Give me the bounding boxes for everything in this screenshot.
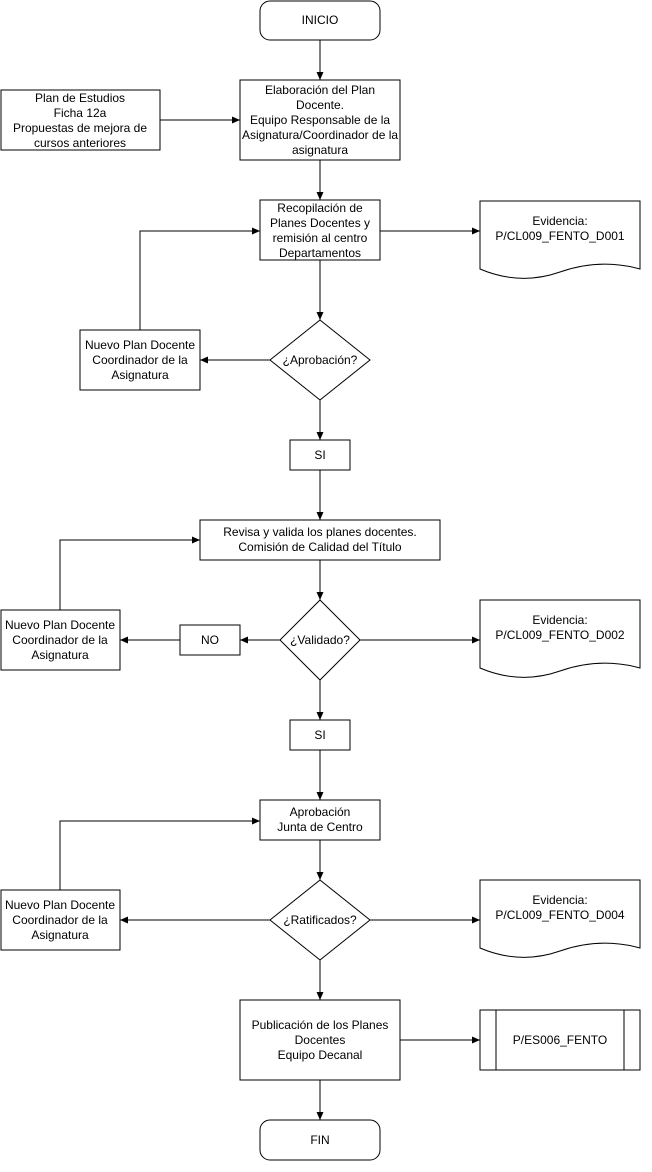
label-line: ¿Aprobación?: [283, 353, 358, 367]
node-no-label: NO: [201, 633, 219, 647]
node-decision2-label: ¿Validado?: [290, 633, 350, 647]
label-line: Elaboración del Plan: [265, 83, 375, 97]
label-line: Aprobación: [290, 805, 351, 819]
node-proceso: P/ES006_FENTO: [479, 1009, 641, 1071]
node-fin: FIN: [259, 1119, 381, 1161]
label-line: P/CL009_FENTO_D004: [495, 908, 625, 922]
label-line: SI: [314, 728, 325, 742]
label-line: NO: [201, 633, 219, 647]
node-evidencia2: Evidencia:P/CL009_FENTO_D002: [479, 599, 641, 678]
node-si1-label: SI: [314, 448, 325, 462]
node-decision3: ¿Ratificados?: [269, 879, 371, 961]
label-line: Planes Docentes y: [270, 216, 370, 230]
label-line: Plan de Estudios: [35, 91, 125, 105]
node-decision1-label: ¿Aprobación?: [283, 353, 358, 367]
label-line: INICIO: [302, 13, 339, 27]
node-decision1: ¿Aprobación?: [269, 319, 371, 401]
label-line: Asignatura: [111, 368, 169, 382]
node-evidencia3: Evidencia:P/CL009_FENTO_D004: [479, 879, 641, 958]
label-line: Nuevo Plan Docente: [5, 898, 115, 912]
label-line: Ficha 12a: [54, 106, 107, 120]
label-line: cursos anteriores: [34, 136, 126, 150]
label-line: Coordinador de la: [12, 913, 108, 927]
label-line: Junta de Centro: [277, 820, 363, 834]
label-line: Asignatura: [31, 928, 89, 942]
node-evidencia1: Evidencia:P/CL009_FENTO_D001: [479, 200, 641, 279]
label-line: Publicación de los Planes: [252, 1018, 389, 1032]
label-line: FIN: [310, 1133, 329, 1147]
label-line: Nuevo Plan Docente: [5, 618, 115, 632]
node-inicio-label: INICIO: [302, 13, 339, 27]
label-line: Comisión de Calidad del Título: [238, 540, 402, 554]
label-line: P/CL009_FENTO_D001: [495, 229, 625, 243]
node-revisa: Revisa y valida los planes docentes.Comi…: [199, 519, 441, 561]
node-si1: SI: [289, 439, 351, 471]
node-si2: SI: [289, 719, 351, 751]
label-line: Docente.: [296, 98, 344, 112]
label-line: Asignatura/Coordinador de la: [242, 128, 398, 142]
connectors: [59, 40, 480, 1120]
label-line: P/CL009_FENTO_D002: [495, 628, 625, 642]
node-evidencia2-label: Evidencia:P/CL009_FENTO_D002: [495, 613, 625, 642]
node-decision2: ¿Validado?: [279, 599, 361, 681]
node-proceso-label: P/ES006_FENTO: [513, 1033, 608, 1047]
label-line: Revisa y valida los planes docentes.: [223, 525, 416, 539]
node-no: NO: [179, 624, 241, 656]
node-evidencia1-label: Evidencia:P/CL009_FENTO_D001: [495, 214, 625, 243]
label-line: Coordinador de la: [92, 353, 188, 367]
label-line: Nuevo Plan Docente: [85, 338, 195, 352]
label-line: SI: [314, 448, 325, 462]
node-inicio: INICIO: [259, 0, 381, 41]
label-line: Equipo Decanal: [278, 1048, 363, 1062]
label-line: Docentes: [295, 1033, 346, 1047]
label-line: Equipo Responsable de la: [250, 113, 390, 127]
label-line: remisión al centro: [273, 231, 368, 245]
edge-nuevo3-junta: [59, 817, 260, 890]
label-line: Propuestas de mejora de: [13, 121, 147, 135]
edge-nuevo1-recopilacion: [139, 227, 260, 330]
label-line: Recopilación de: [277, 201, 363, 215]
label-line: Asignatura: [31, 648, 89, 662]
label-line: Departamentos: [279, 246, 361, 260]
label-line: Coordinador de la: [12, 633, 108, 647]
label-line: Evidencia:: [532, 613, 587, 627]
node-si2-label: SI: [314, 728, 325, 742]
label-line: ¿Validado?: [290, 633, 350, 647]
node-evidencia3-label: Evidencia:P/CL009_FENTO_D004: [495, 893, 625, 922]
node-fin-label: FIN: [310, 1133, 329, 1147]
node-revisa-label: Revisa y valida los planes docentes.Comi…: [223, 525, 416, 554]
edge-nuevo2-revisa: [59, 536, 200, 610]
label-line: ¿Ratificados?: [283, 913, 357, 927]
label-line: Evidencia:: [532, 893, 587, 907]
label-line: Evidencia:: [532, 214, 587, 228]
label-line: asignatura: [292, 143, 348, 157]
label-line: P/ES006_FENTO: [513, 1033, 608, 1047]
node-decision3-label: ¿Ratificados?: [283, 913, 357, 927]
